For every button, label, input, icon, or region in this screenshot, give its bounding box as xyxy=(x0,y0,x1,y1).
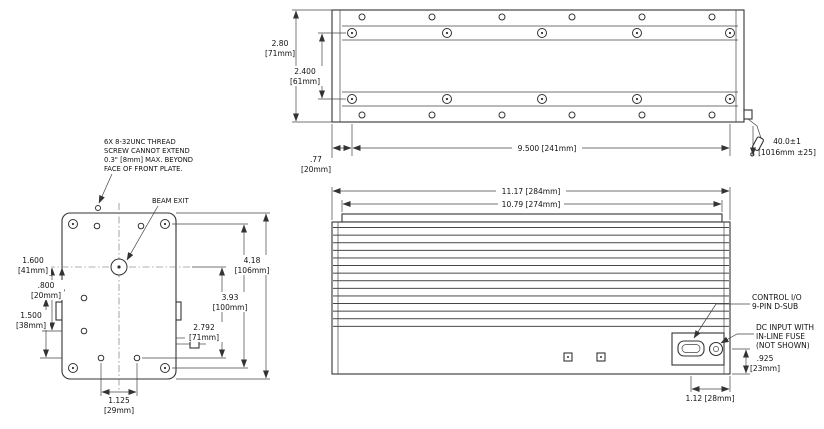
front-view-dimensions: 1.600 [41mm] .800 [20mm] 1.500 [38mm] 4.… xyxy=(13,212,271,415)
front-dim-1600-in: 1.600 xyxy=(22,256,44,265)
front-dim-1600-mm: [41mm] xyxy=(18,266,48,275)
thread-note-line3: 0.3" [8mm] MAX. BEYOND xyxy=(104,156,193,164)
front-dim-1125-in: 1.125 xyxy=(108,396,130,405)
connector-recess xyxy=(671,332,725,366)
front-dim-393-mm: [100mm] xyxy=(213,303,248,312)
top-rail-dim-in: 2.400 xyxy=(294,67,316,76)
side-length-outer-dim: 11.17 [284mm] xyxy=(502,187,561,196)
thread-note-line1: 6X 8-32UNC THREAD xyxy=(104,138,176,146)
top-offset-dim-in: .77 xyxy=(310,155,322,164)
front-dim-418-mm: [106mm] xyxy=(235,266,270,275)
thread-hole xyxy=(93,222,101,230)
front-dim-2792-in: 2.792 xyxy=(193,323,215,332)
dsub-connector xyxy=(677,340,705,357)
dc-input-leader xyxy=(720,333,754,344)
cable-strain-relief xyxy=(743,109,753,120)
front-view: 6X 8-32UNC THREAD SCREW CANNOT EXTEND 0.… xyxy=(13,138,271,415)
cable-length-dim-in: 40.0±1 xyxy=(773,137,801,146)
heatsink-fins xyxy=(333,227,729,333)
top-view-outline xyxy=(331,9,764,157)
thread-hole xyxy=(80,327,88,335)
top-view-dimensions: 2.80 [71mm] 2.400 [61mm] .77 [20mm] 9.50… xyxy=(265,9,816,174)
front-view-notes: 6X 8-32UNC THREAD SCREW CANNOT EXTEND 0.… xyxy=(98,138,193,261)
side-view-callouts: CONTROL I/O 9-PIN D-SUB DC INPUT WITH IN… xyxy=(693,293,814,350)
thread-hole xyxy=(133,354,141,362)
power-cable xyxy=(747,118,762,139)
beam-exit-leader xyxy=(126,205,159,261)
thread-hole xyxy=(97,354,105,362)
front-dim-418-in: 4.18 xyxy=(244,256,261,265)
top-height-dim-mm: [71mm] xyxy=(265,49,295,58)
top-view: 2.80 [71mm] 2.400 [61mm] .77 [20mm] 9.50… xyxy=(265,9,816,174)
side-dim-112: 1.12 [28mm] xyxy=(685,394,734,403)
front-dim-800-mm: [20mm] xyxy=(31,291,61,300)
front-view-holes xyxy=(68,205,170,373)
front-dim-800-in: .800 xyxy=(38,281,55,290)
front-dim-2792-mm: [71mm] xyxy=(189,333,219,342)
side-dim-925-mm: [23mm] xyxy=(750,364,780,373)
front-view-outline xyxy=(48,203,206,392)
dc-input-jack xyxy=(708,341,724,357)
top-rail-dim-mm: [61mm] xyxy=(290,77,320,86)
top-view-screws xyxy=(347,13,735,119)
front-dim-1500-in: 1.500 xyxy=(20,311,42,320)
thread-hole xyxy=(80,294,88,302)
thread-callout-target xyxy=(95,205,101,211)
thread-note-leader xyxy=(98,173,113,204)
thread-note-line2: SCREW CANNOT EXTEND xyxy=(104,147,190,155)
top-plate xyxy=(341,213,723,223)
top-height-dim-in: 2.80 xyxy=(272,39,289,48)
front-dim-1125-mm: [29mm] xyxy=(104,406,134,415)
thread-note-line4: FACE OF FRONT PLATE. xyxy=(104,165,183,173)
side-view-dimensions: 11.17 [284mm] 10.79 [274mm] .925 [23mm] … xyxy=(331,185,780,403)
dc-input-label-line1: DC INPUT WITH xyxy=(756,323,814,332)
control-io-label-line2: 9-PIN D-SUB xyxy=(752,302,798,311)
top-length-dim: 9.500 [241mm] xyxy=(518,144,577,153)
dc-input-label-line3: (NOT SHOWN) xyxy=(756,341,810,350)
side-view: 11.17 [284mm] 10.79 [274mm] .925 [23mm] … xyxy=(331,185,814,403)
thread-hole xyxy=(137,222,145,230)
side-length-inner-dim: 10.79 [274mm] xyxy=(502,200,561,209)
front-dim-393-in: 3.93 xyxy=(222,293,239,302)
cable-length-dim-mm: [1016mm ±25] xyxy=(758,148,816,157)
control-io-label-line1: CONTROL I/O xyxy=(752,293,802,302)
side-view-outline xyxy=(331,213,731,375)
dc-input-label-line2: IN-LINE FUSE xyxy=(756,332,805,341)
top-offset-dim-mm: [20mm] xyxy=(301,165,331,174)
front-dim-1500-mm: [38mm] xyxy=(16,321,46,330)
beam-exit-label: BEAM EXIT xyxy=(152,197,190,205)
control-io-leader xyxy=(693,303,750,339)
side-dim-925-in: .925 xyxy=(757,354,774,363)
